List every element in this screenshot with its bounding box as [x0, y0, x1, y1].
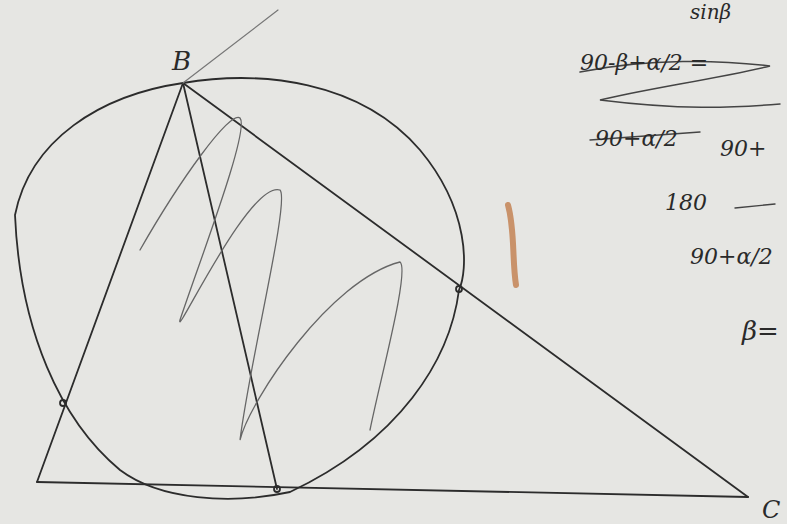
- handwritten-note: 90+α/2: [690, 246, 773, 268]
- side-ab: [37, 83, 183, 482]
- vertex-label: B: [172, 48, 191, 74]
- handwritten-note: 90-β+α/2 =: [580, 52, 708, 74]
- handwritten-note: sinβ: [690, 2, 731, 22]
- point: [456, 286, 462, 292]
- circle: [15, 78, 464, 499]
- strike-out: [735, 204, 775, 208]
- point: [60, 400, 66, 406]
- handwritten-note: 90+: [720, 138, 766, 160]
- vertex-label: C: [762, 498, 780, 522]
- handwritten-note: 180: [665, 192, 707, 214]
- cevian: [183, 83, 277, 489]
- scribble: [140, 117, 402, 440]
- handwritten-note: β=: [742, 318, 779, 344]
- stain: [508, 205, 516, 285]
- handwritten-note: 90+α/2: [595, 128, 678, 150]
- side-ac: [37, 482, 748, 497]
- tangent-stroke: [183, 10, 278, 83]
- point: [274, 486, 280, 492]
